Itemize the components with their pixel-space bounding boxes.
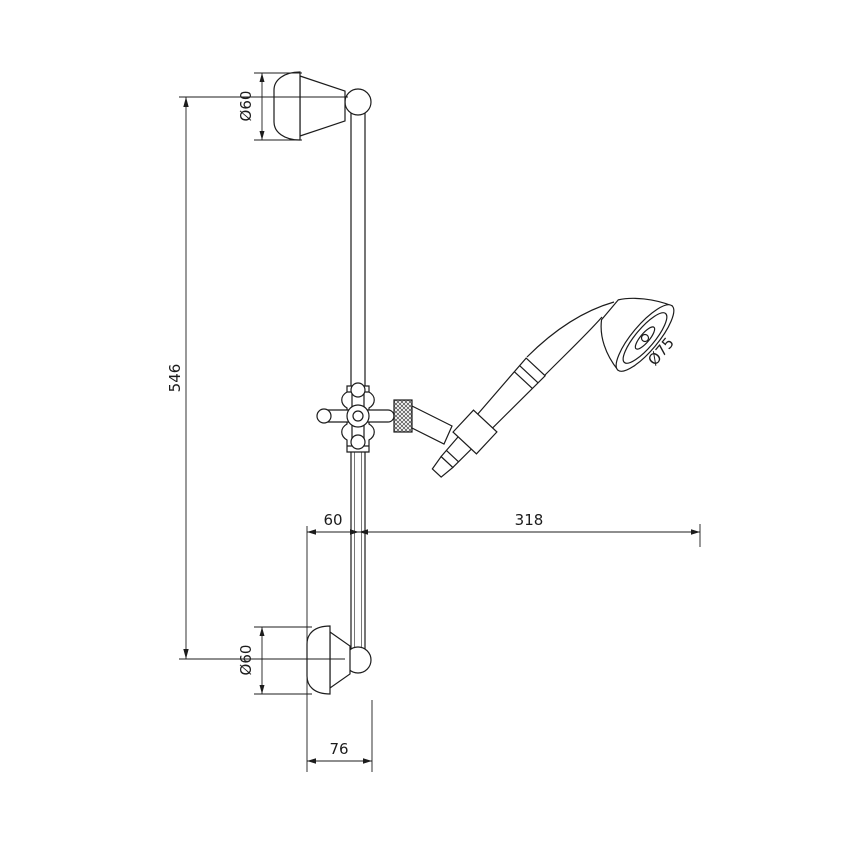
dim-bracket-depth: 76: [307, 700, 373, 772]
dim-bottom-flange-label: Ø60: [237, 645, 255, 676]
cross-handle-bottom-knob: [350, 434, 366, 450]
hand-shower: Ø75: [431, 297, 678, 478]
dim-wall-offset-label: 60: [323, 511, 342, 529]
dim-rail-length-label: 546: [166, 364, 184, 393]
handset-holder-arm: [411, 405, 453, 445]
knurled-locknut: [393, 399, 413, 433]
dim-bottom-flange: Ø60: [237, 626, 312, 695]
shower-head-face: [615, 304, 675, 372]
holder-cup: [452, 409, 498, 455]
dim-wall-offset-and-reach: 60 318: [306, 511, 701, 772]
cross-handle-left-knob: [316, 408, 332, 424]
top-wall-bracket: [273, 71, 346, 141]
dim-top-flange-label: Ø60: [237, 91, 255, 122]
handset-neck: [526, 301, 615, 358]
dim-reach-label: 318: [515, 511, 544, 529]
shower-head: Ø75: [600, 297, 678, 372]
rail-top-ball-joint: [344, 88, 372, 116]
cross-handle-top-knob: [350, 382, 366, 398]
dim-bracket-depth-label: 76: [329, 740, 348, 758]
dim-top-flange: Ø60: [237, 72, 302, 141]
cross-handle: [316, 382, 395, 450]
bottom-wall-bracket: [306, 625, 351, 695]
slide-rail: [344, 88, 372, 674]
dim-rail-length: 546: [166, 96, 348, 660]
